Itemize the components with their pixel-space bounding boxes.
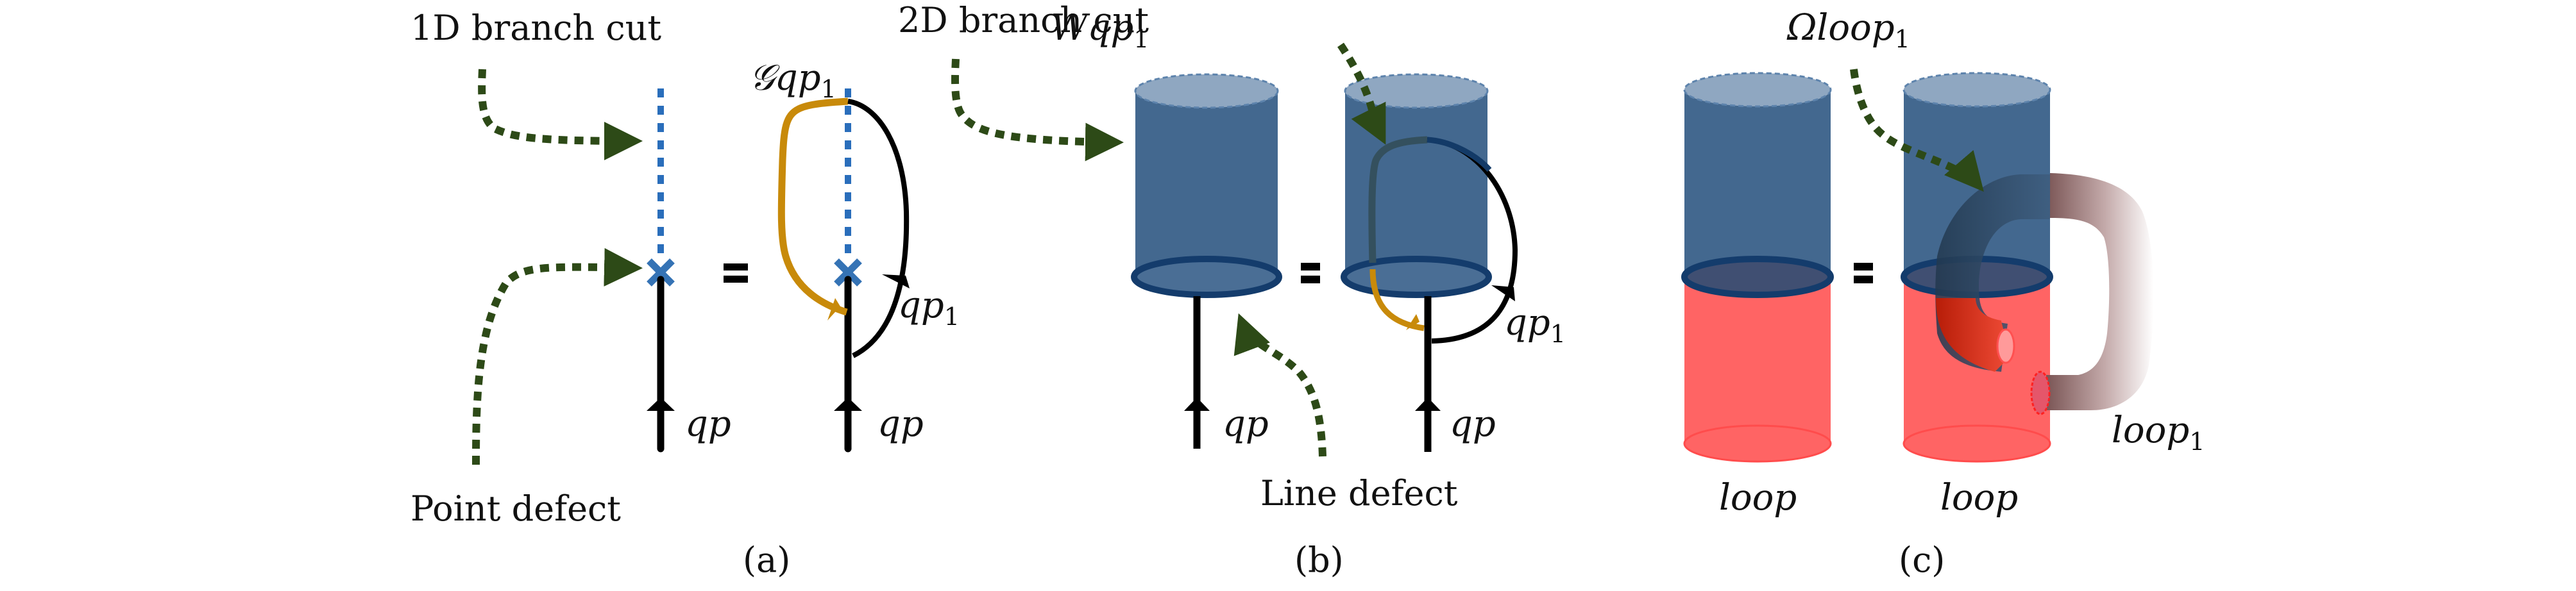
point-defect-label: Point defect bbox=[411, 488, 621, 529]
loop-cylinder-left bbox=[1681, 72, 1834, 463]
gqp1-direction-arrow-icon bbox=[827, 298, 840, 320]
loop1-label: loop1 bbox=[2112, 410, 2205, 456]
qp1-loop-path-b-inside bbox=[1427, 137, 1492, 172]
branch-cut-1d-label: 1D branch cut bbox=[411, 8, 661, 48]
worldline-direction-arrow-right-icon bbox=[834, 397, 862, 411]
equals-sign-c bbox=[1854, 263, 1873, 283]
loop-label-right: loop bbox=[1940, 477, 2018, 519]
equals-sign-a bbox=[724, 263, 748, 283]
worldline-direction-arrow-b-right-icon bbox=[1415, 397, 1441, 411]
tube-end-upper bbox=[1996, 328, 2015, 364]
point-defect-marker-icon bbox=[647, 258, 675, 287]
line-defect-pointer-arrow bbox=[1233, 313, 1326, 457]
panel-c: Ωloop1 loop loop loop1 bbox=[1681, 7, 2205, 580]
tube-end-lower bbox=[2030, 370, 2051, 415]
point-defect-pointer-arrow bbox=[472, 247, 643, 465]
branch-cut-pointer-arrow bbox=[478, 69, 643, 160]
qp1-label-b: qp1 bbox=[1504, 302, 1566, 348]
line-defect-label: Line defect bbox=[1260, 473, 1458, 513]
omega-tube-outer bbox=[2046, 173, 2154, 410]
qp-label-b-right: qp bbox=[1450, 403, 1496, 445]
qp-label-right: qp bbox=[877, 403, 924, 445]
wqp1-operator-path-lower bbox=[1369, 269, 1425, 331]
worldline-direction-arrow-icon bbox=[647, 397, 675, 411]
branch-cut-2d-label: 2D branch cut bbox=[898, 0, 1149, 40]
omega-tube-red bbox=[1936, 298, 2008, 372]
equals-sign-b bbox=[1301, 263, 1320, 283]
point-defect-marker-right-icon bbox=[834, 258, 862, 287]
omega-loop1-operator-label: Ωloop1 bbox=[1786, 7, 1910, 53]
panel-c-caption: (c) bbox=[1899, 540, 1945, 580]
branch-cut-2d-cylinder-right bbox=[1341, 73, 1492, 298]
qp1-loop-path bbox=[847, 99, 910, 358]
qp-label-left: qp bbox=[685, 403, 731, 445]
panel-b-caption: (b) bbox=[1294, 540, 1344, 580]
wqp1-pointer-arrow bbox=[1337, 42, 1386, 145]
qp1-direction-arrow-b-icon bbox=[1491, 285, 1515, 301]
gqp1-operator-path bbox=[777, 97, 849, 316]
branch-cut-2d-pointer-arrow bbox=[951, 58, 1124, 162]
panel-b: 2D branch cut qp Line defect qp bbox=[898, 0, 1566, 580]
qp1-direction-arrow-icon bbox=[882, 274, 910, 288]
worldline-direction-arrow-b-left-icon bbox=[1184, 397, 1210, 411]
loop-label-left: loop bbox=[1719, 477, 1797, 519]
wqp1-operator-label: Wqp1 bbox=[1051, 7, 1149, 53]
qp-label-b-left: qp bbox=[1223, 403, 1269, 445]
wqp1-direction-arrow-icon bbox=[1406, 314, 1419, 330]
qp1-label: qp1 bbox=[898, 285, 960, 331]
branch-cut-2d-cylinder-left bbox=[1131, 73, 1282, 298]
wqp1-operator-path bbox=[1368, 136, 1428, 263]
gqp1-operator-label: 𝒢qp1 bbox=[749, 57, 836, 103]
panel-a-caption: (a) bbox=[743, 540, 790, 580]
panel-a: 1D branch cut qp Point defect qp bbox=[411, 8, 960, 580]
